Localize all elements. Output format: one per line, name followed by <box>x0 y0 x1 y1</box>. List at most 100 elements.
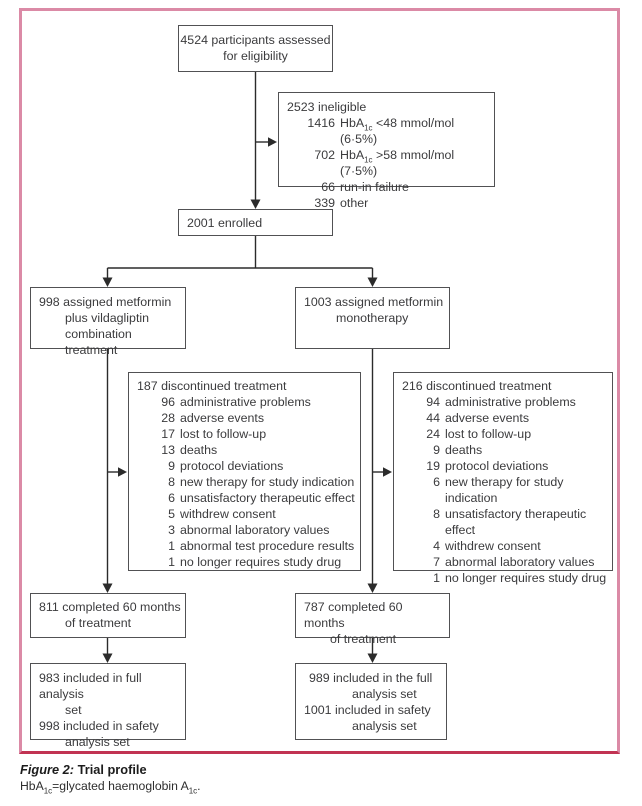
item-count: 1 <box>168 555 175 569</box>
item-count: 28 <box>161 411 175 425</box>
item-count: 5 <box>168 507 175 521</box>
reason-item: 1 abnormal test procedure results <box>129 538 360 554</box>
reason-item: 1 no longer requires study drug <box>129 554 360 570</box>
item-text: abnormal test procedure results <box>180 539 355 553</box>
analysis-line: analysis set <box>352 719 417 733</box>
assigned-line: 998 assigned metformin <box>39 295 172 309</box>
assigned-line: combination treatment <box>65 327 132 357</box>
reason-item: 44 adverse events <box>394 410 612 426</box>
reason-item: 1 no longer requires study drug <box>394 570 612 586</box>
box-eligibility: 4524 participants assessed for eligibili… <box>178 25 333 72</box>
figure-footnote: HbA1c=glycated haemoglobin A1c. <box>20 779 201 796</box>
item-count: 6 <box>433 475 440 489</box>
item-count: 1 <box>168 539 175 553</box>
item-text: administrative problems <box>180 395 311 409</box>
item-count: 1416 <box>307 116 335 130</box>
item-text: lost to follow-up <box>445 427 532 441</box>
ineligible-item: 702 HbA1c >58 mmol/mol (7·5%) <box>279 147 494 179</box>
box-assigned-monotherapy: 1003 assigned metformin monotherapy <box>295 287 450 349</box>
item-count: 44 <box>426 411 440 425</box>
item-text: lost to follow-up <box>180 427 267 441</box>
analysis-line: analysis set <box>352 687 417 701</box>
item-count: 19 <box>426 459 440 473</box>
item-text: adverse events <box>180 411 265 425</box>
box-eligibility-line: 4524 participants assessed <box>180 33 331 47</box>
item-count: 3 <box>168 523 175 537</box>
analysis-line: 1001 included in safety <box>304 703 431 717</box>
reason-item: 6 new therapy for study indication <box>394 474 612 506</box>
item-text: new therapy for study indication <box>445 475 564 505</box>
reason-item: 5 withdrew consent <box>129 506 360 522</box>
item-text: unsatisfactory therapeutic effect <box>180 491 355 505</box>
analysis-line: 989 included in the full <box>309 671 433 685</box>
reason-item: 4 withdrew consent <box>394 538 612 554</box>
reason-item: 8 unsatisfactory therapeutic effect <box>394 506 612 538</box>
item-count: 4 <box>433 539 440 553</box>
item-text: withdrew consent <box>445 539 541 553</box>
ineligible-item: 66 run-in failure <box>279 179 494 195</box>
item-text: deaths <box>180 443 218 457</box>
item-text: no longer requires study drug <box>180 555 342 569</box>
box-analysis-left: 983 included in full analysis set 998 in… <box>30 663 186 749</box>
completed-line: of treatment <box>330 632 397 646</box>
reason-item: 7 abnormal laboratory values <box>394 554 612 570</box>
assigned-line: monotherapy <box>336 311 409 325</box>
reason-item: 17 lost to follow-up <box>129 426 360 442</box>
item-count: 7 <box>433 555 440 569</box>
item-count: 94 <box>426 395 440 409</box>
item-text: protocol deviations <box>445 459 549 473</box>
box-completed-left: 811 completed 60 months of treatment <box>30 593 186 638</box>
reason-item: 28 adverse events <box>129 410 360 426</box>
figure-caption-label: Figure 2: <box>20 762 75 777</box>
box-assigned-combination: 998 assigned metformin plus vildagliptin… <box>30 287 186 357</box>
analysis-line: analysis set <box>65 735 130 749</box>
item-text: HbA1c >58 mmol/mol (7·5%) <box>340 148 455 178</box>
assigned-line: plus vildagliptin <box>65 311 150 325</box>
item-text: withdrew consent <box>180 507 276 521</box>
item-count: 17 <box>161 427 175 441</box>
item-text: abnormal laboratory values <box>180 523 330 537</box>
item-text: other <box>340 196 369 210</box>
box-ineligible-header: 2523 ineligible <box>287 100 367 114</box>
item-count: 96 <box>161 395 175 409</box>
item-text: HbA1c <48 mmol/mol (6·5%) <box>340 116 455 146</box>
item-count: 8 <box>433 507 440 521</box>
item-count: 9 <box>433 443 440 457</box>
item-count: 8 <box>168 475 175 489</box>
reason-item: 3 abnormal laboratory values <box>129 522 360 538</box>
ineligible-item: 1416 HbA1c <48 mmol/mol (6·5%) <box>279 115 494 147</box>
item-text: unsatisfactory therapeutic effect <box>445 507 587 537</box>
reason-item: 96 administrative problems <box>129 394 360 410</box>
completed-line: of treatment <box>65 616 132 630</box>
box-enrolled: 2001 enrolled <box>178 209 333 236</box>
figure-caption-title: Trial profile <box>74 762 147 777</box>
item-count: 6 <box>168 491 175 505</box>
item-text: run-in failure <box>340 180 409 194</box>
reason-item: 19 protocol deviations <box>394 458 612 474</box>
reason-item: 94 administrative problems <box>394 394 612 410</box>
item-text: adverse events <box>445 411 530 425</box>
reason-item: 6 unsatisfactory therapeutic effect <box>129 490 360 506</box>
item-text: abnormal laboratory values <box>445 555 595 569</box>
item-count: 339 <box>314 196 335 210</box>
item-text: no longer requires study drug <box>445 571 607 585</box>
completed-line: 811 completed 60 months <box>39 600 181 614</box>
item-count: 24 <box>426 427 440 441</box>
box-eligibility-line: for eligibility <box>223 49 288 63</box>
ineligible-item: 339 other <box>279 195 494 211</box>
item-count: 1 <box>433 571 440 585</box>
box-ineligible: 2523 ineligible 1416 HbA1c <48 mmol/mol … <box>278 92 495 210</box>
item-text: administrative problems <box>445 395 576 409</box>
analysis-line: set <box>65 703 82 717</box>
box-completed-right: 787 completed 60 months of treatment <box>295 593 450 646</box>
analysis-line: 983 included in full analysis <box>39 671 142 701</box>
item-count: 702 <box>314 148 335 162</box>
figure-caption: Figure 2: Trial profile <box>20 762 147 777</box>
reason-item: 24 lost to follow-up <box>394 426 612 442</box>
